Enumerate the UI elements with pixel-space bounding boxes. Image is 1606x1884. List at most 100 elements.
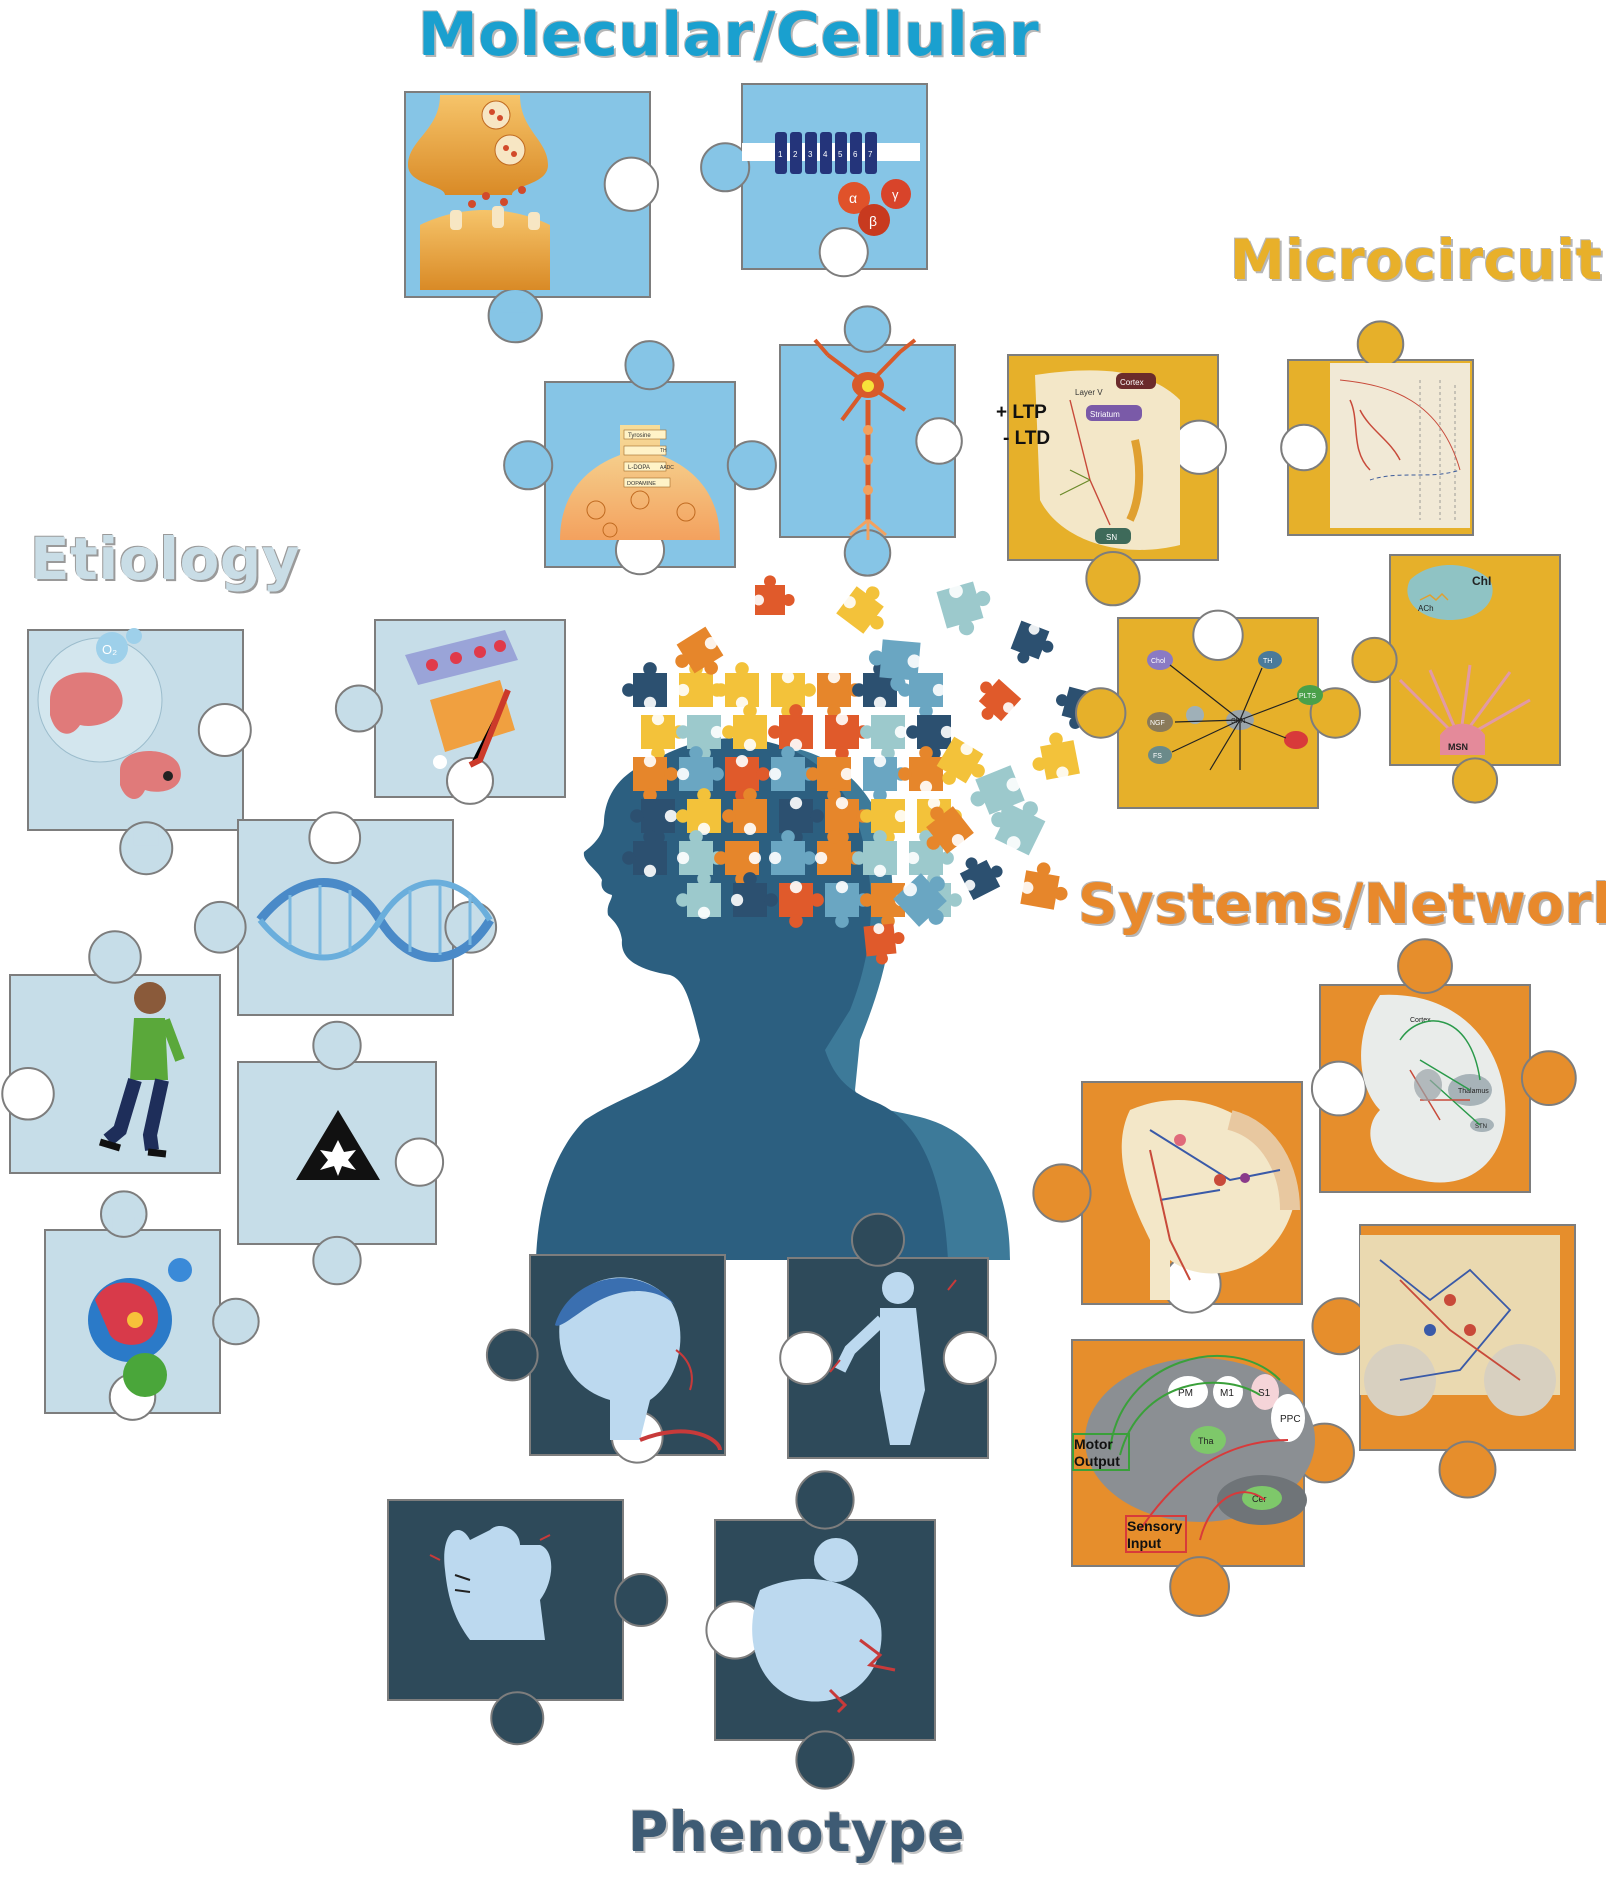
small-puzzle-piece xyxy=(860,883,908,928)
helix-number: 2 xyxy=(793,150,798,159)
category-title-microcircuit: Microcircuit xyxy=(1230,228,1603,292)
small-puzzle-piece xyxy=(860,799,908,844)
chi-tag: ChI xyxy=(1472,574,1491,588)
small-puzzle-piece xyxy=(898,746,943,794)
small-puzzle-piece xyxy=(806,757,854,802)
ach-tag: ACh xyxy=(1418,604,1434,613)
small-puzzle-piece xyxy=(722,704,767,752)
basal-ganglia-loop-illustration: Cortex Thalamus STN xyxy=(1361,994,1506,1183)
gamma-subunit-label: γ xyxy=(892,187,899,202)
helix-number: 5 xyxy=(838,150,843,159)
small-puzzle-piece xyxy=(771,670,816,718)
helix xyxy=(850,132,862,174)
panel-microcircuit-network xyxy=(1075,609,1361,809)
sensory-input-label: Sensory Input xyxy=(1127,1518,1182,1552)
trauma-warning-illustration xyxy=(296,1110,380,1180)
fs-tag: FS xyxy=(1153,753,1162,760)
ltd-label: - LTD xyxy=(1003,428,1051,449)
th-enzyme-label: TH xyxy=(660,448,667,454)
scattered-puzzle-pieces xyxy=(622,575,1099,965)
thalamus-label: Thalamus xyxy=(1458,1088,1489,1095)
small-puzzle-piece xyxy=(714,841,762,886)
small-puzzle-piece xyxy=(868,639,922,692)
ldopa-label: L-DOPA xyxy=(628,465,650,471)
small-puzzle-piece xyxy=(633,754,678,802)
dystonic-torso-illustration xyxy=(752,1538,896,1714)
small-puzzle-piece xyxy=(906,715,954,760)
helix xyxy=(865,132,877,174)
helix-number: 3 xyxy=(808,150,813,159)
helix-number: 6 xyxy=(853,150,858,159)
helix xyxy=(835,132,847,174)
infection-illustration xyxy=(88,1258,192,1397)
small-puzzle-piece xyxy=(1010,620,1054,664)
category-title-phenotype: Phenotype xyxy=(628,1800,966,1864)
helix xyxy=(775,132,787,174)
small-puzzle-piece xyxy=(863,754,908,802)
small-puzzle-piece xyxy=(1032,732,1080,780)
small-puzzle-piece xyxy=(970,765,1025,820)
s1-label: S1 xyxy=(1258,1388,1271,1399)
category-title-molecular-cellular: Molecular/Cellular xyxy=(418,0,1040,70)
dopamine-label: DOPAMINE xyxy=(627,481,656,487)
ngf-tag: NGF xyxy=(1150,720,1165,727)
ltp-label: + LTP xyxy=(996,402,1047,423)
panel-molecular-gpcr xyxy=(700,83,928,278)
small-puzzle-piece xyxy=(978,678,1022,722)
small-puzzle-piece xyxy=(676,788,721,836)
small-puzzle-piece xyxy=(817,670,862,718)
tha-label: Tha xyxy=(1198,1436,1214,1446)
category-title-systems-network: Systems/Network xyxy=(1078,872,1606,936)
small-puzzle-piece xyxy=(675,626,724,675)
neuron-illustration xyxy=(813,338,917,540)
helix-number: 1 xyxy=(778,150,783,159)
small-puzzle-piece xyxy=(926,806,974,854)
helix xyxy=(805,132,817,174)
small-puzzle-piece xyxy=(936,581,991,636)
small-puzzle-piece xyxy=(676,872,721,920)
striatal-column-diagram xyxy=(1330,363,1470,528)
cerebellar-circuit-illustration xyxy=(1121,1100,1300,1300)
beta-subunit-label: β xyxy=(869,213,877,229)
small-puzzle-piece xyxy=(893,873,947,927)
sensorimotor-network-illustration: PM M1 S1 PPC Tha Cer xyxy=(1072,1355,1315,1553)
helix xyxy=(820,132,832,174)
small-puzzle-piece xyxy=(722,788,767,836)
small-puzzle-piece xyxy=(630,799,678,844)
gait-person-illustration xyxy=(98,982,185,1158)
small-puzzle-piece xyxy=(622,830,667,878)
small-puzzle-piece xyxy=(753,575,795,615)
small-puzzle-piece xyxy=(1020,862,1068,910)
motor-output-label: Motor Output xyxy=(1074,1436,1120,1470)
chol-tag: Chol xyxy=(1151,658,1166,665)
dystonic-hand-illustration xyxy=(429,1525,552,1640)
pm-label: PM xyxy=(1178,1388,1193,1399)
small-puzzle-piece xyxy=(852,830,897,878)
small-puzzle-piece xyxy=(959,857,1003,901)
m1-label: M1 xyxy=(1220,1388,1234,1399)
sn-tag: SN xyxy=(1106,533,1117,542)
small-puzzle-piece xyxy=(860,715,908,760)
sensory-input-line-2: Input xyxy=(1127,1535,1162,1551)
alpha-subunit-label: α xyxy=(849,190,857,206)
small-puzzle-piece xyxy=(714,662,759,710)
layer-v-tag: Layer V xyxy=(1075,388,1103,397)
motor-output-line-1: Motor xyxy=(1074,1436,1113,1452)
brainstem-circuit-illustration xyxy=(1360,1235,1560,1416)
helix-number: 7 xyxy=(868,150,873,159)
stn-label: STN xyxy=(1475,1124,1487,1130)
th-tag: TH xyxy=(1263,658,1272,665)
striatum-tag: Striatum xyxy=(1090,410,1120,419)
hypoxia-illustration: O₂ xyxy=(37,628,181,800)
ppc-label: PPC xyxy=(1280,1414,1301,1425)
small-puzzle-piece xyxy=(898,673,946,718)
dna-illustration xyxy=(256,878,494,962)
aadc-label: AADC xyxy=(660,465,674,471)
small-puzzle-piece xyxy=(768,830,816,875)
tyrosine-label: Tyrosine xyxy=(628,433,651,439)
sensory-input-line-1: Sensory xyxy=(1127,1518,1183,1534)
msn-tag: MSN xyxy=(1448,742,1468,752)
small-puzzle-piece xyxy=(779,880,824,928)
